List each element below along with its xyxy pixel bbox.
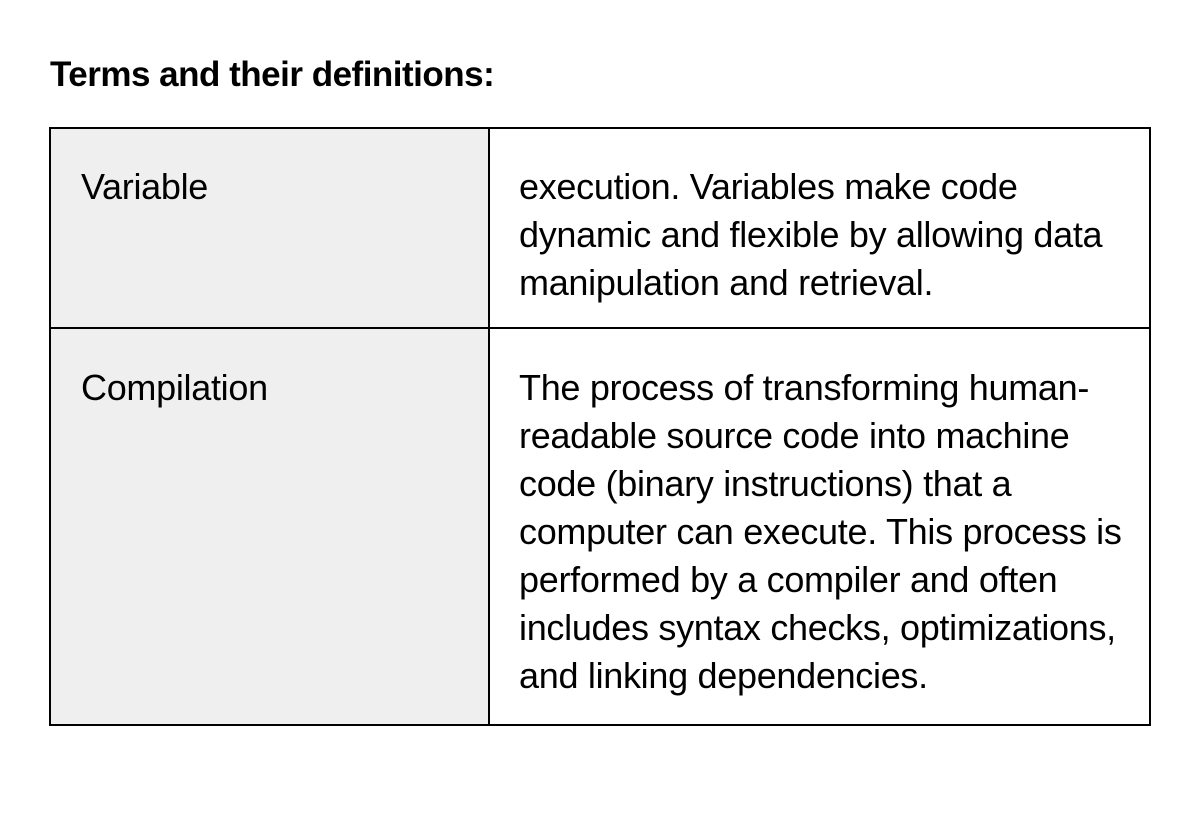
term-label: Variable: [81, 166, 209, 207]
page-heading: Terms and their definitions:: [50, 55, 495, 94]
definition-cell: The process of transforming human-readab…: [488, 327, 1151, 726]
table-row: Compilation The process of transforming …: [49, 327, 1151, 726]
definition-text: The process of transforming human-readab…: [519, 367, 1122, 696]
definition-text: execution. Variables make code dynamic a…: [519, 166, 1103, 303]
term-cell: Compilation: [49, 327, 490, 726]
table-row: Variable execution. Variables make code …: [49, 127, 1151, 329]
definition-cell: execution. Variables make code dynamic a…: [488, 127, 1151, 329]
term-label: Compilation: [81, 367, 268, 408]
term-cell: Variable: [49, 127, 490, 329]
definitions-table: Variable execution. Variables make code …: [49, 127, 1151, 726]
